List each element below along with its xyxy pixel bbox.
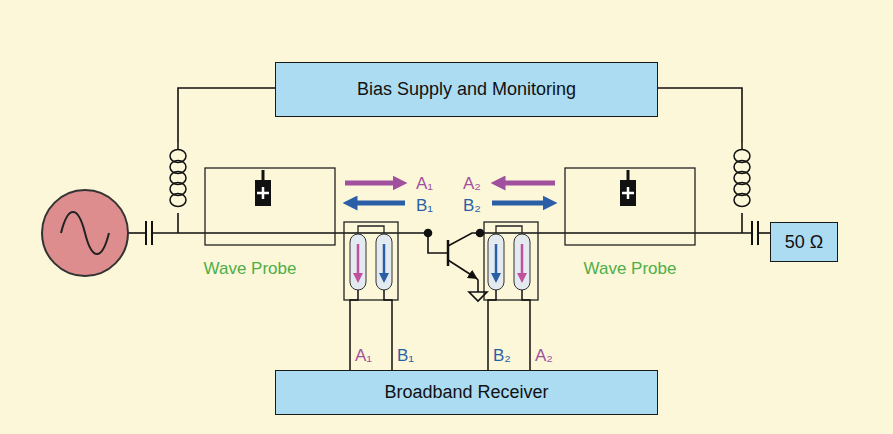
box-label: 50 Ω [785,232,823,253]
probe-housing [565,168,695,245]
flow-arrow [357,244,360,278]
coupler-box [484,222,538,300]
probe-label: Wave Probe [204,260,297,277]
probe-tip [255,180,271,206]
ground-symbol [469,292,487,301]
wave-label: A₂ [463,175,481,192]
source-circle [42,190,128,276]
cylinder [350,234,366,290]
flow-arrow [383,244,386,278]
coil-winding [734,194,750,207]
probe-label: Wave Probe [584,260,677,277]
rf-line [152,232,428,234]
box-label: Bias Supply and Monitoring [357,79,576,100]
cylinder [514,234,530,290]
sine-wave [61,212,109,254]
base-bar [447,240,450,266]
rf-line [758,232,770,234]
inductor-coils [170,143,750,207]
probe-housing [205,168,335,245]
probe-tip [620,180,636,206]
cylinder [376,234,392,290]
incident-wave-arrow [498,181,555,186]
bias-wire [178,88,275,143]
probe-icons [255,170,636,206]
receiver-wires [350,290,530,370]
capacitor-plate [145,221,147,245]
base-lead [428,233,448,253]
box-label: Broadband Receiver [384,382,548,403]
collector-lead [448,233,480,246]
coupler-box [344,222,398,300]
bias-wire [658,88,742,143]
wave-label: B₁ [416,197,433,214]
coil-winding [170,194,186,207]
wave-arrows [345,183,555,203]
load-box: 50 Ω [770,222,838,262]
cylinder [488,234,504,290]
rf-line [128,232,146,234]
wave-label: B₂ [463,197,481,214]
rf-line [480,232,752,234]
coil-lead [177,213,179,233]
emitter-lead [476,278,478,292]
probe-mark [257,187,269,199]
signal-source [42,190,128,276]
capacitor-plate [151,221,153,245]
reflected-wave-arrow [492,201,550,206]
emitter-lead [448,260,476,278]
reflected-wave-arrow [350,201,405,206]
capacitor-plate [751,221,753,245]
signal-name: A₁ [355,347,372,364]
receiver-box: Broadband Receiver [275,370,658,415]
probe-mark [622,187,634,199]
signal-name: A₂ [535,347,553,364]
signal-name: B₁ [397,347,414,364]
signal-name: B₂ [493,347,511,364]
signal-wire [522,290,530,370]
signal-wire [384,290,392,370]
incident-wave-arrow [345,181,400,186]
bias-supply-box: Bias Supply and Monitoring [275,62,658,117]
transistor-symbol [425,230,488,302]
coil-lead [741,213,743,233]
couplers [344,222,538,300]
wave-probes [205,168,695,245]
wave-label: A₁ [416,175,433,192]
capacitor-plate [757,221,759,245]
flow-arrow [521,244,524,278]
flow-arrow [495,244,498,278]
